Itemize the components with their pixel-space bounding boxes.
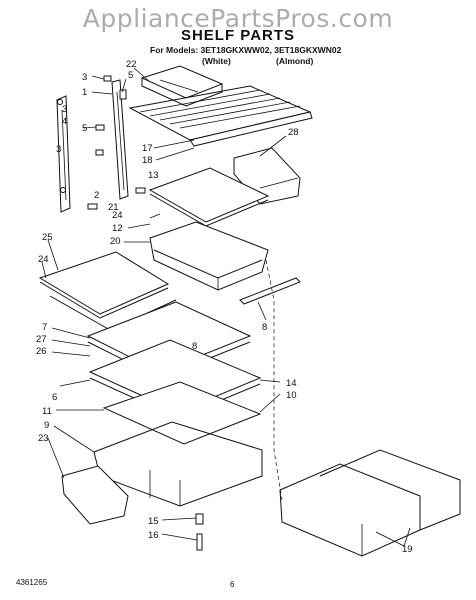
watermark-text: AppliancePartsPros.com <box>82 4 394 33</box>
callout-26: 26 <box>36 346 47 357</box>
callout-3-top: 3 <box>82 72 87 83</box>
model-white-label: (White) <box>202 56 231 66</box>
leader-lines <box>41 67 411 547</box>
callout-24-upper: 24 <box>112 210 123 221</box>
callout-28: 28 <box>288 127 299 138</box>
footer-part-number: 4361265 <box>16 578 48 587</box>
left-shelf-rail <box>56 95 71 213</box>
model-almond-label: (Almond) <box>276 56 314 66</box>
callout-22: 22 <box>126 59 137 70</box>
callout-9: 9 <box>44 420 49 431</box>
crisper-drawer-upper <box>149 221 269 291</box>
callout-8-right: 8 <box>262 322 267 333</box>
callout-11: 11 <box>42 406 52 417</box>
callout-3-rail: 3 <box>62 104 67 115</box>
callout-21: 21 <box>108 202 119 213</box>
center-shelf-rail <box>111 79 129 200</box>
callout-17: 17 <box>142 143 153 154</box>
models-line: For Models: 3ET18GKXWW02, 3ET18GKXWN02 <box>150 45 342 55</box>
callout-3-left: 3 <box>56 144 61 155</box>
door-bin-left <box>61 465 129 525</box>
callout-14: 14 <box>286 378 297 389</box>
crisper-drawers <box>279 449 461 557</box>
callout-1: 1 <box>82 87 87 98</box>
callout-4: 4 <box>62 116 67 127</box>
callout-25: 25 <box>42 232 53 243</box>
roller-screw <box>195 513 204 551</box>
callout-16: 16 <box>148 530 159 541</box>
callout-27: 27 <box>36 334 47 345</box>
diagram-title: SHELF PARTS <box>180 27 296 44</box>
shelf-trim-strip <box>239 277 301 305</box>
callout-7: 7 <box>42 322 47 333</box>
callout-5-top: 5 <box>128 70 133 81</box>
callout-5-mid: 5 <box>82 123 87 134</box>
wire-shelf <box>128 85 313 147</box>
callout-15: 15 <box>148 516 159 527</box>
callout-12: 12 <box>112 223 123 234</box>
glass-shelf-crisper-cover <box>102 381 262 445</box>
egg-tray <box>140 65 224 107</box>
callout-8-mid: 8 <box>192 341 197 352</box>
callout-24-lower: 24 <box>38 254 49 265</box>
callout-10: 10 <box>286 390 297 401</box>
callout-2: 2 <box>94 190 99 201</box>
callout-20: 20 <box>110 236 121 247</box>
callout-23: 23 <box>38 433 49 444</box>
rail-clips <box>87 75 146 210</box>
callout-19: 19 <box>402 544 413 555</box>
callout-18: 18 <box>142 155 153 166</box>
footer-page-number: 6 <box>230 580 235 589</box>
callout-6: 6 <box>52 392 57 403</box>
callout-13: 13 <box>148 170 159 181</box>
guide-line <box>265 259 283 501</box>
